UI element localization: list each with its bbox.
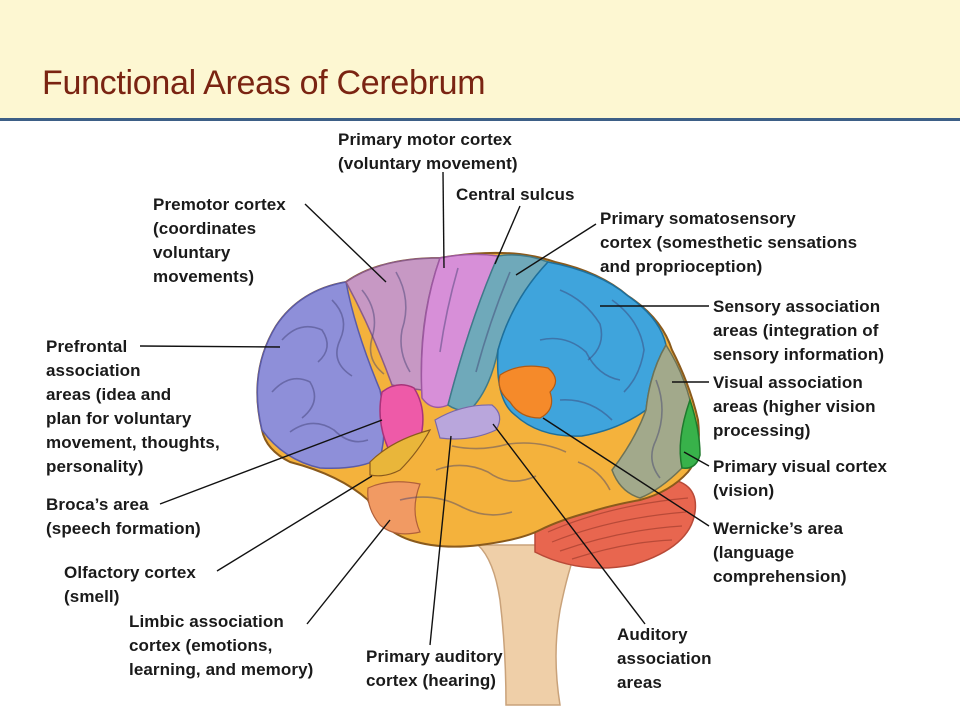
label-primary-auditory-cortex: Primary auditory cortex (hearing) <box>366 647 503 690</box>
region-primary-auditory <box>434 404 501 440</box>
label-primary-visual-cortex: Primary visual cortex (vision) <box>713 457 888 500</box>
label-brocas-area: Broca’s area (speech formation) <box>46 495 201 538</box>
label-auditory-association-areas: Auditory association areas <box>617 625 712 692</box>
header-banner <box>0 0 960 118</box>
label-prefrontal-association-areas: Prefrontal association areas (idea and p… <box>46 337 220 476</box>
label-primary-motor-cortex: Primary motor cortex (voluntary movement… <box>338 130 518 173</box>
label-premotor-cortex: Premotor cortex (coordinates voluntary m… <box>153 195 286 286</box>
region-primary-visual <box>679 397 701 469</box>
brainstem <box>476 544 580 706</box>
label-olfactory-cortex: Olfactory cortex (smell) <box>64 563 196 606</box>
region-prefrontal <box>256 281 385 470</box>
label-sensory-association-areas: Sensory association areas (integration o… <box>713 297 885 364</box>
label-primary-somatosensory-cortex: Primary somatosensory cortex (somestheti… <box>600 209 858 276</box>
label-limbic-association-cortex: Limbic association cortex (emotions, lea… <box>129 612 314 679</box>
label-wernickes-area: Wernicke’s area (language comprehension) <box>713 519 847 586</box>
header-divider <box>0 118 960 121</box>
label-central-sulcus: Central sulcus <box>456 185 575 204</box>
region-wernickes <box>498 365 557 419</box>
label-visual-association-areas: Visual association areas (higher vision … <box>713 373 876 440</box>
leader-lines <box>139 171 710 646</box>
page-title: Functional Areas of Cerebrum <box>42 64 486 102</box>
region-limbic <box>367 481 421 535</box>
region-olfactory <box>369 429 432 477</box>
